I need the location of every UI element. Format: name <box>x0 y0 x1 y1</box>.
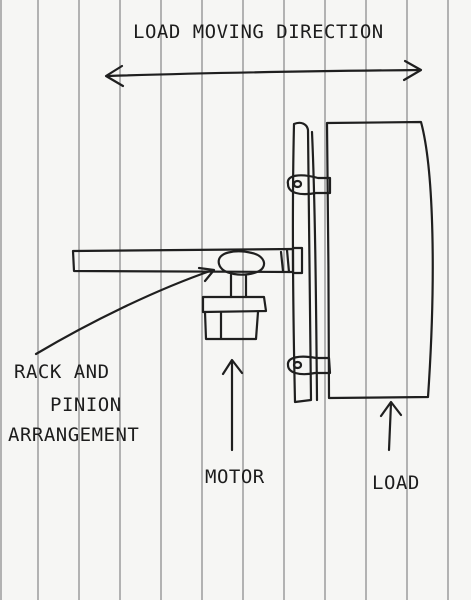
motor-shaft <box>229 273 248 299</box>
lower-bracket <box>286 355 332 376</box>
load-label: LOAD <box>372 472 420 494</box>
load-pointer-arrow-icon <box>379 400 403 452</box>
load-block <box>325 120 434 400</box>
motor-label: MOTOR <box>205 466 265 488</box>
double-headed-arrow-icon <box>104 59 423 88</box>
motor-pointer-arrow-icon <box>221 358 244 452</box>
pinion-gear <box>217 250 266 276</box>
horizontal-rack <box>71 247 295 274</box>
motor-body <box>201 295 268 341</box>
vertical-rack <box>291 121 313 404</box>
rack-label-line2: PINION <box>50 394 122 416</box>
rack-end-teeth <box>279 246 304 275</box>
rack-label-line3: ARRANGEMENT <box>8 424 139 446</box>
rack-label-line1: RACK AND <box>14 361 110 383</box>
upper-bracket <box>286 174 332 196</box>
direction-label: LOAD MOVING DIRECTION <box>133 21 384 43</box>
rack-pointer-arrow-icon <box>34 266 216 356</box>
